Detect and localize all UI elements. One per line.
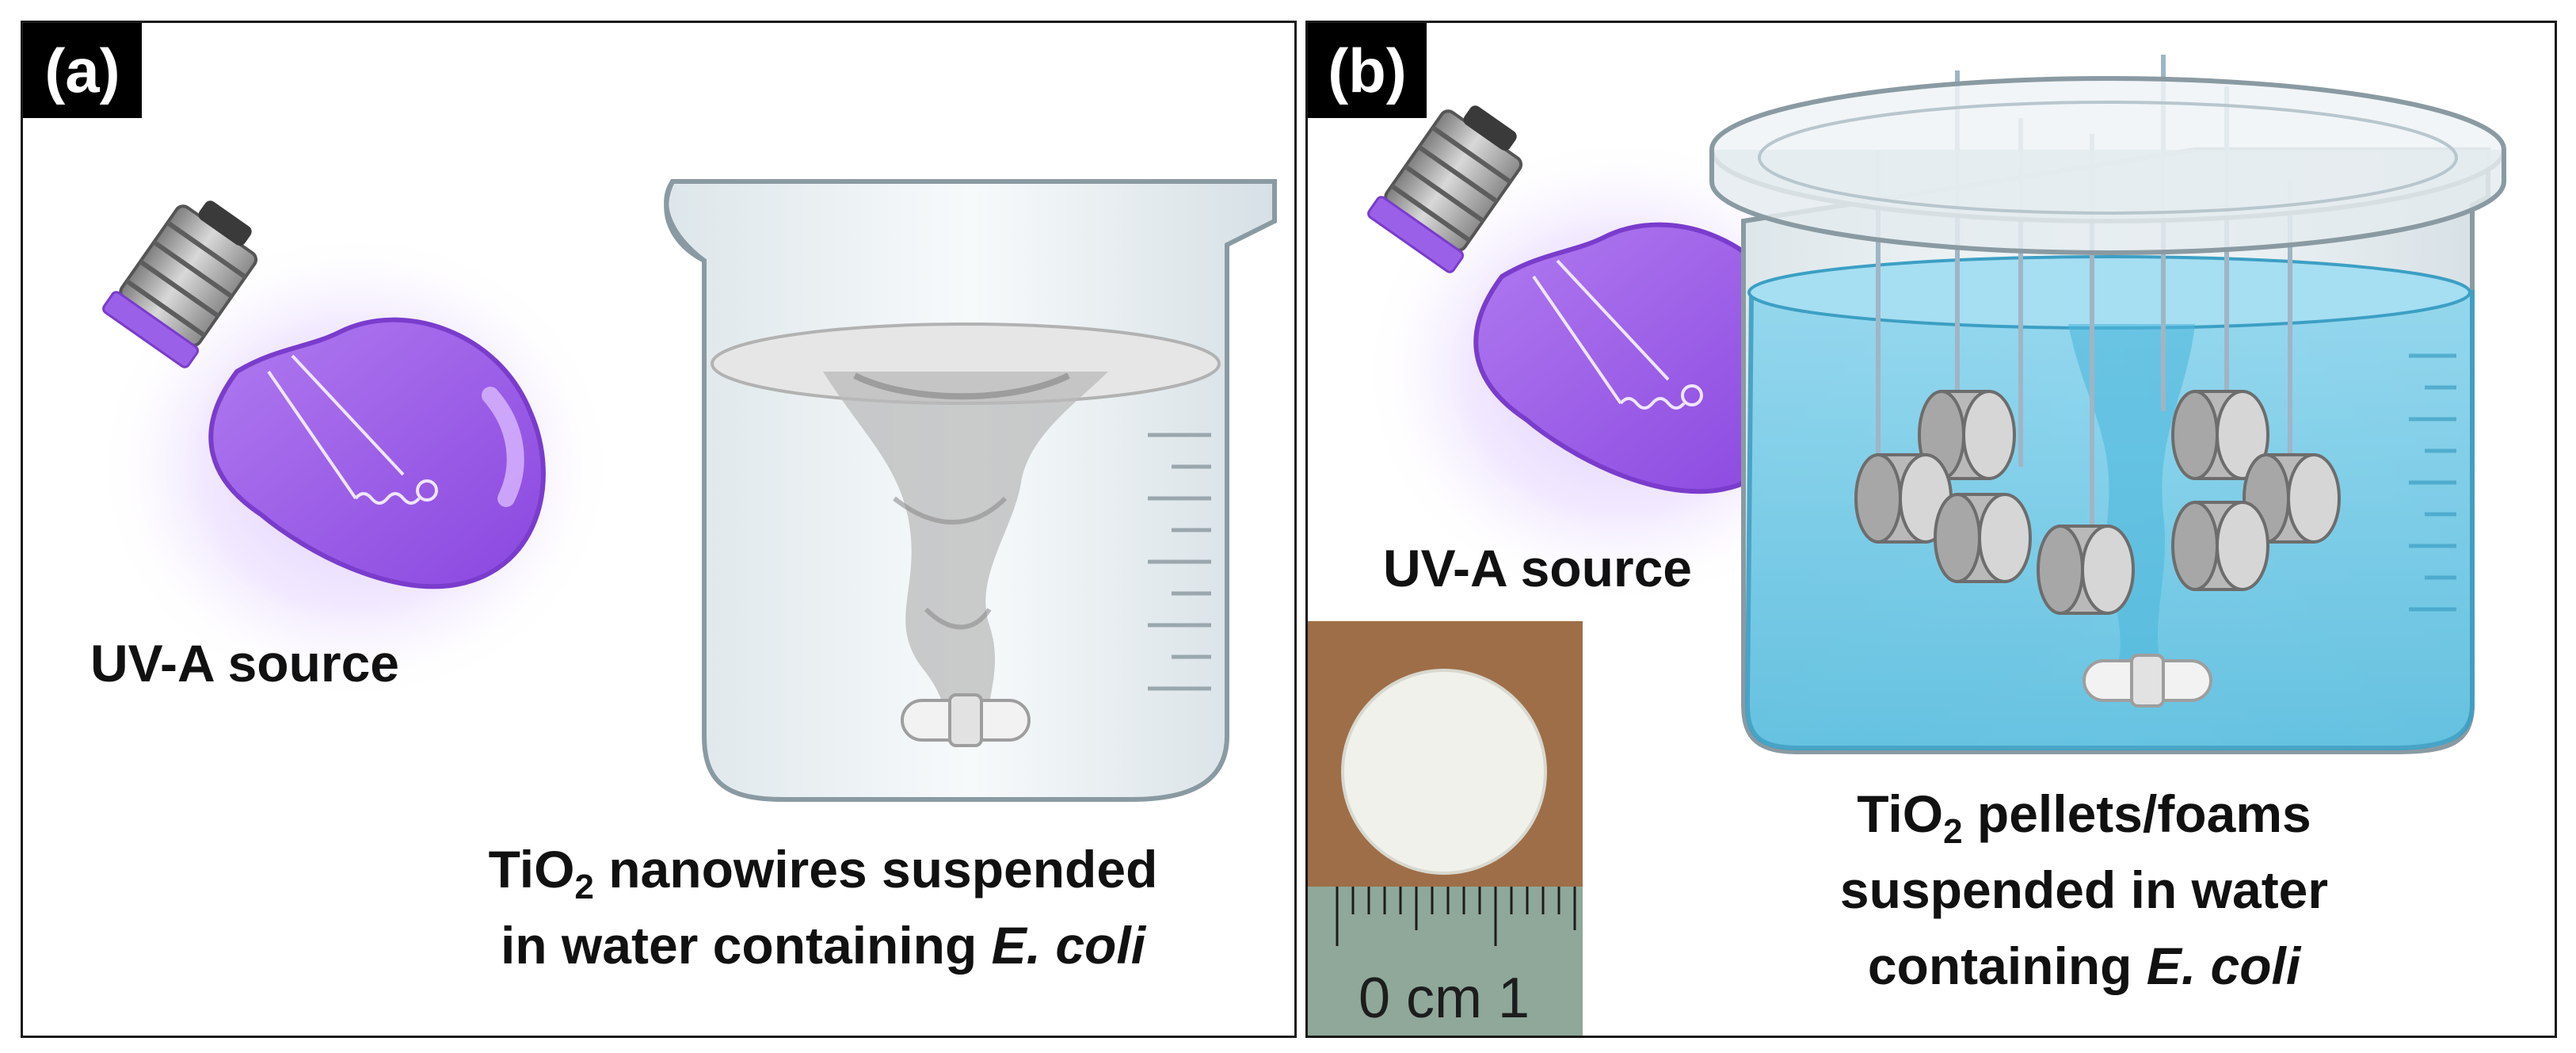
caption-line1-rest: pellets/foams <box>1962 784 2311 843</box>
uv-source-label: UV-A source <box>1383 539 1693 597</box>
panel-a: (a) UV-A source TiO2 nanowires suspended… <box>21 21 1297 1038</box>
caption-line2-text: in water containing <box>500 916 992 975</box>
panel-b: (b) <box>1305 21 2557 1038</box>
panel-b-tag: (b) <box>1308 23 1427 118</box>
caption-tio-text: TiO <box>488 840 575 898</box>
panel-b-caption-line3: containing E. coli <box>1728 928 2441 1004</box>
panel-a-caption: TiO2 nanowires suspended in water contai… <box>364 831 1282 983</box>
caption-organism: E. coli <box>2146 937 2301 995</box>
panel-b-caption: TiO2 pellets/foams suspended in water co… <box>1728 776 2441 1004</box>
panel-b-illustration <box>1308 55 2506 754</box>
caption-subscript: 2 <box>1943 812 1963 851</box>
caption-tio-text: TiO <box>1857 784 1944 843</box>
beaker-icon <box>664 179 1277 802</box>
pellet-sample-icon <box>1341 669 1547 875</box>
panel-b-caption-line1: TiO2 pellets/foams <box>1728 776 2441 852</box>
pellet-photo: 0 cm 1 <box>1308 621 1583 1036</box>
caption-line3-text: containing <box>1867 937 2147 995</box>
panel-a-tag: (a) <box>23 23 142 118</box>
caption-organism: E. coli <box>991 916 1146 975</box>
uv-source-label: UV-A source <box>90 634 400 692</box>
beaker-with-pellets-icon <box>1709 55 2506 754</box>
panel-a-illustration <box>23 23 1277 802</box>
panel-a-caption-line2: in water containing E. coli <box>364 907 1282 983</box>
caption-subscript: 2 <box>574 868 594 906</box>
panel-b-caption-line2: suspended in water <box>1839 860 2329 919</box>
panel-a-caption-line1: TiO2 nanowires suspended <box>364 831 1282 907</box>
caption-line1-rest: nanowires suspended <box>593 840 1158 898</box>
ruler-scale-label: 0 cm 1 <box>1358 967 1530 1030</box>
